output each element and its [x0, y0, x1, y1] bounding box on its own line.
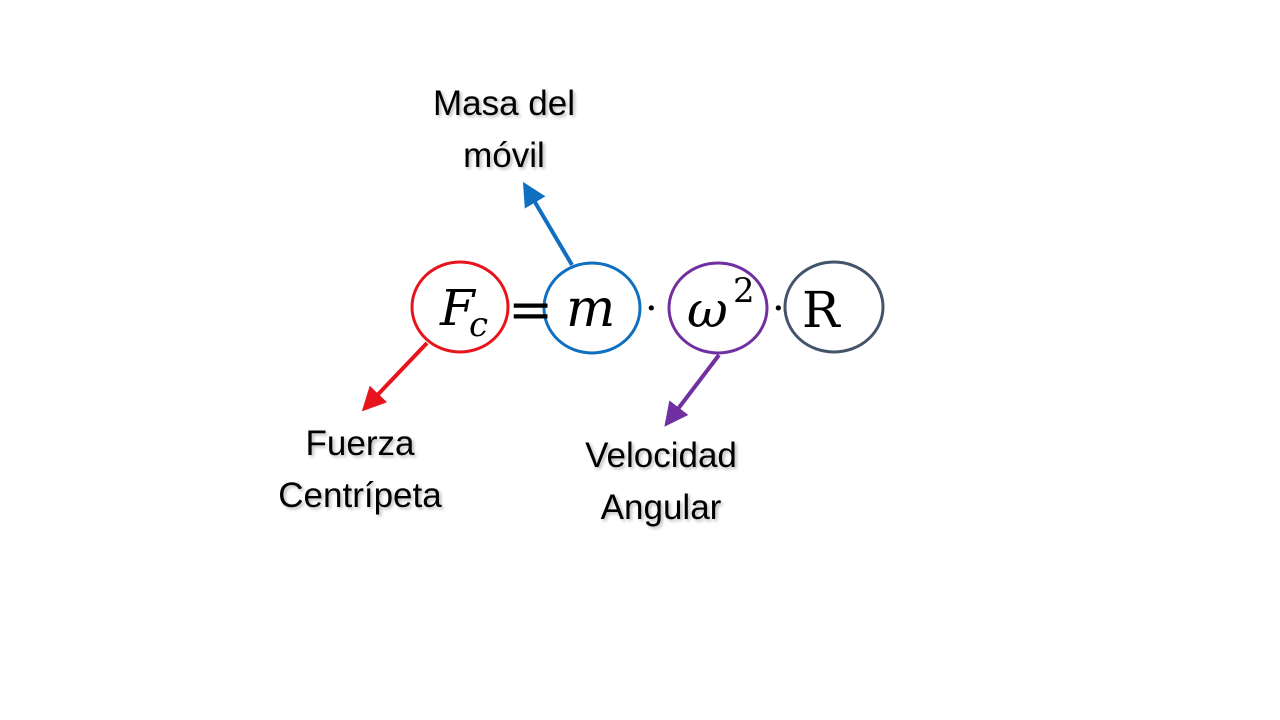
- equals-sign: =: [508, 278, 553, 341]
- force-label-line-1: Fuerza: [305, 424, 415, 463]
- force-circle: [410, 260, 510, 354]
- force-label: Fuerza Centrípeta: [250, 418, 470, 522]
- dot-operator-1: ·: [645, 286, 658, 332]
- velocity-label: Velocidad Angular: [551, 430, 771, 534]
- velocity-label-line-2: Angular: [600, 488, 722, 527]
- mass-label: Masa del móvil: [404, 78, 604, 182]
- mass-label-line-1: Masa del: [432, 84, 576, 123]
- mass-symbol: m: [566, 279, 615, 339]
- force-symbol: F: [439, 279, 477, 337]
- mass-arrow: [522, 181, 574, 267]
- velocity-label-line-1: Velocidad: [585, 436, 737, 475]
- omega-symbol: ω: [687, 281, 728, 339]
- omega-circle: [667, 261, 769, 355]
- radius-circle: [783, 260, 885, 354]
- mass-circle: [542, 261, 642, 355]
- dot-operator-2: ·: [772, 286, 785, 332]
- velocity-arrow: [664, 353, 721, 427]
- omega-exponent: 2: [733, 271, 755, 311]
- mass-label-line-2: móvil: [463, 136, 545, 175]
- radius-symbol: R: [802, 281, 841, 339]
- force-subscript: c: [469, 305, 488, 345]
- force-label-line-2: Centrípeta: [278, 476, 442, 515]
- force-arrow: [361, 341, 429, 412]
